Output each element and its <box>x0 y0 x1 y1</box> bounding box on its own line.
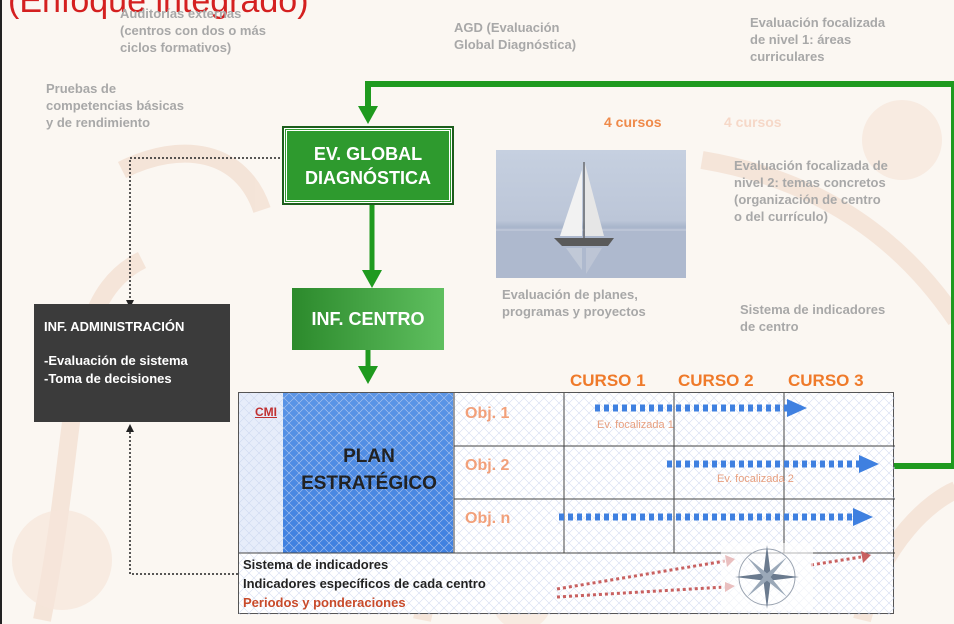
objective-1: Obj. 1 <box>465 405 510 422</box>
plan-estrategico-label: PLAN ESTRATÉGICO <box>301 446 437 494</box>
label-evaluacion-focalizada-2: Evaluación focalizada de nivel 2: temas … <box>734 158 888 224</box>
label-agd: AGD (Evaluación Global Diagnóstica) <box>454 20 577 52</box>
arrow-global-to-centro-head <box>362 270 382 288</box>
compass-rose-icon <box>721 543 813 611</box>
indicadores-especificos-label: Indicadores específicos de cada centro <box>243 576 486 591</box>
inf-admin-line-1: -Evaluación de sistema <box>44 353 188 368</box>
obj2-arrowhead <box>859 455 879 473</box>
red-dotted-arrow-2 <box>556 585 726 599</box>
label-planes: Evaluación de planes, programas y proyec… <box>502 287 646 319</box>
dotted-line-global-to-admin <box>129 157 284 300</box>
periodos-ponderaciones-label: Periodos y ponderaciones <box>243 595 406 610</box>
dotted-arrowhead-bottom <box>126 424 134 432</box>
ev-focalizada-2-label: Ev. focalizada 2 <box>717 473 794 485</box>
label-evaluacion-focalizada-1: Evaluación focalizada de nivel 1: áreas … <box>750 15 886 64</box>
ev-global-box: EV. GLOBAL DIAGNÓSTICA <box>282 126 454 205</box>
arrow-centro-to-plan-head <box>358 366 378 384</box>
curso-1-header: CURSO 1 <box>570 371 646 390</box>
label-4-cursos-faded: 4 cursos <box>724 114 782 130</box>
curso-2-header: CURSO 2 <box>678 371 754 390</box>
label-auditorias: Auditorías externas (centros con dos o m… <box>120 6 266 55</box>
inf-admin-line-2: -Toma de decisiones <box>44 371 172 386</box>
sailboat-photo <box>496 150 686 278</box>
dotted-line-plan-to-admin <box>129 430 238 575</box>
slide-title: (Enfoque integrado) <box>8 0 309 20</box>
obj1-arrowhead <box>787 399 807 417</box>
objective-n: Obj. n <box>465 510 511 527</box>
feedback-loop-arrowhead <box>358 106 378 124</box>
sailboat-icon <box>496 162 686 278</box>
inf-administracion-box: INF. ADMINISTRACIÓN -Evaluación de siste… <box>34 304 230 422</box>
feedback-loop-line <box>365 81 954 469</box>
plan-grid <box>239 393 895 615</box>
label-pruebas: Pruebas de competencias básicas y de ren… <box>46 81 185 130</box>
plan-estrategico-table: CMI PLAN ESTRATÉGICO Obj. 1 Obj. 2 Obj. … <box>238 392 895 615</box>
curso-3-header: CURSO 3 <box>788 371 864 390</box>
red-dotted-arrow-1 <box>556 559 726 591</box>
red-dotted-arrow-3 <box>810 555 862 567</box>
label-sistema-centro: Sistema de indicadores de centro <box>740 302 886 334</box>
objective-2: Obj. 2 <box>465 457 510 474</box>
cmi-label: CMI <box>255 405 277 419</box>
sistema-indicadores-label: Sistema de indicadores <box>243 557 389 572</box>
ev-focalizada-1-label: Ev. focalizada 1 <box>597 419 674 431</box>
inf-centro-box: INF. CENTRO <box>292 288 444 350</box>
label-4-cursos: 4 cursos <box>604 114 662 130</box>
objn-arrowhead <box>853 508 873 526</box>
inf-admin-title: INF. ADMINISTRACIÓN <box>44 319 185 334</box>
